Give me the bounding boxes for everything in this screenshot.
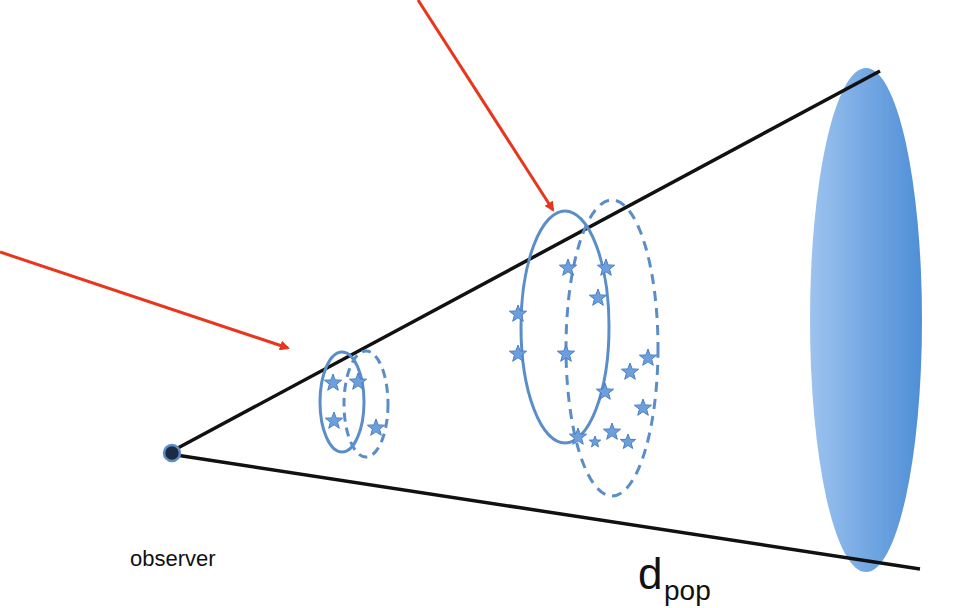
cone-edge xyxy=(176,71,880,449)
star xyxy=(325,412,342,428)
star xyxy=(634,399,651,415)
distance-subscript: pop xyxy=(664,577,711,605)
red-arrow xyxy=(418,0,553,210)
star xyxy=(596,383,613,399)
star xyxy=(621,363,638,379)
stars xyxy=(324,259,656,449)
cone-edge xyxy=(176,455,920,569)
star xyxy=(349,373,366,389)
star xyxy=(367,419,384,435)
distance-symbol: d xyxy=(638,552,662,596)
red-arrow xyxy=(0,252,288,348)
star xyxy=(620,434,635,449)
observer-dot xyxy=(164,445,180,461)
cone-base xyxy=(810,68,922,572)
star xyxy=(639,349,656,365)
star xyxy=(589,289,606,305)
star xyxy=(509,305,526,321)
star xyxy=(324,374,341,390)
shell-discs xyxy=(320,200,658,496)
star xyxy=(589,436,600,447)
star xyxy=(597,259,614,275)
star xyxy=(559,259,576,275)
star xyxy=(557,345,574,361)
star xyxy=(603,423,620,439)
star xyxy=(569,428,586,444)
observer-label: observer xyxy=(130,548,216,570)
star xyxy=(509,345,526,361)
